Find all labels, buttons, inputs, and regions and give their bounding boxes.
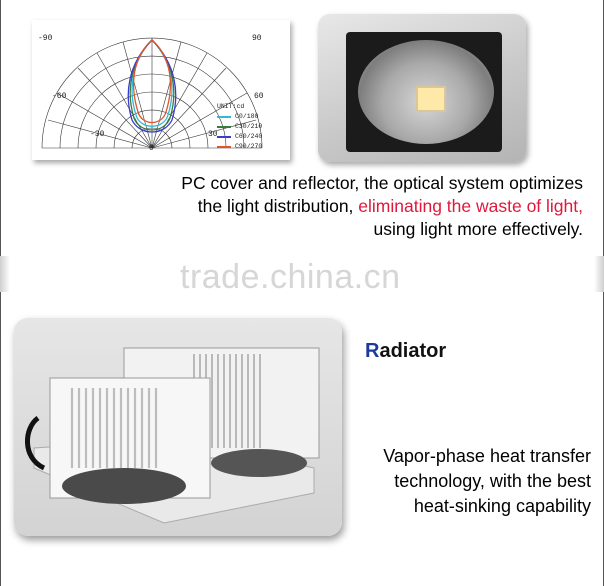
radiator-line: heat-sinking capability: [413, 496, 591, 516]
radiator-heading-rest: adiator: [379, 340, 447, 362]
watermark-edge: [594, 256, 604, 292]
legend-label: C90/270: [235, 143, 263, 150]
radiator-heading: Radiator: [365, 340, 446, 363]
optics-description: PC cover and reflector, the optical syst…: [83, 172, 583, 241]
radiator-heading-initial: R: [365, 340, 380, 362]
angle-label: -60: [52, 92, 67, 101]
angle-label: 30: [208, 130, 218, 139]
radiator-line: Vapor-phase heat transfer: [383, 446, 591, 466]
optics-line: using light more effectively.: [373, 219, 583, 239]
legend-label: C0/180: [235, 113, 259, 120]
watermark: trade.china.cn: [180, 258, 401, 296]
angle-label: -90: [38, 34, 53, 43]
polar-legend: UNIT:cd C0/180 C30/210 C60/240 C90/270: [217, 102, 262, 152]
optics-line: the light distribution, eliminating the …: [83, 195, 583, 218]
right-border: [603, 0, 604, 586]
optics-line: PC cover and reflector, the optical syst…: [181, 173, 583, 193]
angle-label: 0: [149, 144, 154, 153]
radiator-illustration: [25, 347, 320, 524]
watermark-edge: [0, 256, 10, 292]
legend-item: C0/180: [217, 112, 262, 122]
radiator-description: Vapor-phase heat transfer technology, wi…: [331, 444, 591, 519]
optics-text: the light distribution,: [197, 196, 359, 216]
legend-label: C30/210: [235, 123, 263, 130]
angle-label: -30: [90, 130, 105, 139]
led-chip: [416, 86, 446, 112]
legend-item: C60/240: [217, 132, 262, 142]
polar-distribution-diagram: -90 90 -60 60 -30 30 0 UNIT:cd C0/180 C3…: [32, 20, 290, 160]
legend-swatch: [217, 126, 231, 128]
legend-item: C90/270: [217, 142, 262, 152]
legend-swatch: [217, 116, 231, 118]
radiator-line: technology, with the best: [394, 471, 591, 491]
optics-highlight: eliminating the waste of light,: [358, 196, 583, 216]
reflector-photo: [318, 14, 526, 162]
angle-label: 60: [254, 92, 264, 101]
angle-label: 90: [252, 34, 262, 43]
polar-grid: [41, 37, 263, 149]
legend-label: C60/240: [235, 133, 263, 140]
legend-swatch: [217, 136, 231, 138]
unit-label: UNIT:cd: [217, 103, 245, 110]
legend-swatch: [217, 146, 231, 148]
legend-item: C30/210: [217, 122, 262, 132]
left-border: [0, 0, 1, 586]
radiator-photo: [14, 318, 342, 536]
